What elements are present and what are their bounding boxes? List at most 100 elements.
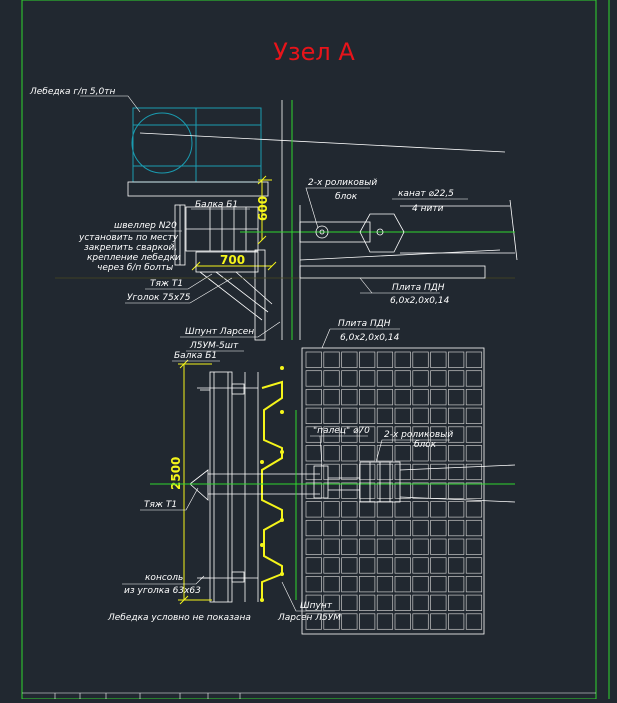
sheet-pile-nodes xyxy=(260,366,284,602)
plate-grid-cell xyxy=(465,351,483,368)
plate-grid-cell xyxy=(448,370,465,387)
pile-l5-label: Л5УМ-5шт xyxy=(189,341,239,351)
plate-grid-cell xyxy=(323,445,340,462)
plate-grid-cell xyxy=(412,482,429,499)
plate-grid-cell xyxy=(376,594,394,611)
drawing-title: Узел А xyxy=(273,38,355,66)
plate-grid-cell xyxy=(376,445,394,462)
plate-grid-cell xyxy=(305,613,322,630)
winch-label: Лебедка г/п 5,0тн xyxy=(29,87,115,97)
roller-block-plan xyxy=(313,461,516,503)
plate-grid-cell xyxy=(430,538,447,555)
plate-grid-cell xyxy=(341,407,358,424)
plate-grid-cell xyxy=(430,463,447,481)
beam-b1-label: Балка Б1 xyxy=(195,200,238,210)
plate-grid-cell xyxy=(341,501,358,518)
plate-grid-cell xyxy=(305,576,322,593)
plate-grid-cell xyxy=(430,351,447,368)
plate-grid-cell xyxy=(430,557,447,574)
channel-label-3: закрепить сваркой, xyxy=(84,243,177,253)
plate-grid-cell xyxy=(359,501,376,518)
plate-grid-cell xyxy=(323,482,340,499)
plate-grid-cell xyxy=(323,370,340,387)
plate-grid-cell xyxy=(376,538,394,555)
plate-grid-cell xyxy=(430,594,447,611)
sheet-pile-label-plan-2: Ларсен Л5УМ xyxy=(277,613,341,623)
plate-grid-cell xyxy=(448,557,465,574)
plate-grid-cell xyxy=(376,426,394,443)
plate-grid-cell xyxy=(359,594,376,611)
block-label-plan-1: 2-х роликовый xyxy=(384,430,453,440)
plate-grid-cell xyxy=(412,594,429,611)
plate-grid-cell xyxy=(341,445,358,462)
plate-grid-cell xyxy=(412,426,429,443)
plate-grid-cell xyxy=(394,370,411,387)
plate-grid-cell xyxy=(359,463,376,481)
plate-grid-cell xyxy=(448,463,465,481)
larssen-sheet-pile xyxy=(261,380,283,600)
plate-grid-cell xyxy=(448,351,465,368)
sheet-pile-label-top: Шпунт Ларсен xyxy=(185,327,254,337)
plate-grid-cell xyxy=(465,501,483,518)
plate-grid-cell xyxy=(359,445,376,462)
plate-grid-cell xyxy=(341,463,358,481)
plate-grid-cell xyxy=(341,538,358,555)
plate-grid-cell xyxy=(359,407,376,424)
plate-grid-cell xyxy=(305,557,322,574)
channel-label-2: установить по месту xyxy=(78,233,179,243)
plate-grid-cell xyxy=(341,519,358,537)
dim-2500: 2500 xyxy=(169,457,183,490)
plate-grid-cell xyxy=(465,389,483,406)
block-label-line1: 2-х роликовый xyxy=(308,178,377,188)
plate-pdn-top xyxy=(299,265,486,279)
sheet-pile-leader-top xyxy=(180,321,281,338)
plate-grid-cell xyxy=(448,407,465,424)
plate-grid-cell xyxy=(323,407,340,424)
plate-pdn-outline xyxy=(301,347,485,635)
plate-grid-cell xyxy=(323,519,340,537)
plate-grid-cell xyxy=(430,519,447,537)
plate-grid-cell xyxy=(430,501,447,518)
beam-label-plan: Балка Б1 xyxy=(174,351,217,361)
plate-grid-cell xyxy=(394,557,411,574)
plate-grid-cell xyxy=(323,389,340,406)
plate-grid-cells xyxy=(305,351,483,630)
plate-grid-cell xyxy=(412,538,429,555)
plate-grid-cell xyxy=(323,576,340,593)
block-label-line2: блок xyxy=(335,192,358,202)
plate-grid-cell xyxy=(412,389,429,406)
plate-grid-cell xyxy=(341,613,358,630)
plate-grid-cell xyxy=(305,389,322,406)
plate-grid-cell xyxy=(341,557,358,574)
plate-grid-cell xyxy=(359,389,376,406)
plate-grid-cell xyxy=(465,519,483,537)
plate-grid-cell xyxy=(359,519,376,537)
plate-grid-cell xyxy=(394,445,411,462)
sheet-pile-top-lines xyxy=(281,100,301,340)
plate-grid-cell xyxy=(465,613,483,630)
inner-frame xyxy=(21,0,597,700)
sheet-pile-label-plan-1: Шпунт xyxy=(300,601,333,611)
plate-grid-cell xyxy=(323,594,340,611)
plate-grid-cell xyxy=(412,557,429,574)
plate-grid-cell xyxy=(412,463,429,481)
plate-grid-cell xyxy=(430,426,447,443)
dim-700: 700 xyxy=(220,253,245,267)
block-leader xyxy=(305,187,370,229)
plate-size-plan: 6,0х2,0х0,14 xyxy=(340,333,400,343)
plate-grid-cell xyxy=(376,576,394,593)
channel-label-5: через б/п болты xyxy=(97,263,173,273)
winch-leader xyxy=(80,95,141,113)
plate-grid-cell xyxy=(359,557,376,574)
plate-grid-cell xyxy=(376,613,394,630)
title-block-ticks xyxy=(54,693,241,699)
plate-grid-cell xyxy=(376,501,394,518)
plate-grid-cell xyxy=(394,538,411,555)
plate-grid-cell xyxy=(430,370,447,387)
plate-grid-cell xyxy=(376,351,394,368)
dim-600-lines xyxy=(257,175,272,245)
plate-grid-cell xyxy=(376,370,394,387)
rope-end xyxy=(509,199,518,261)
plate-grid-cell xyxy=(448,389,465,406)
